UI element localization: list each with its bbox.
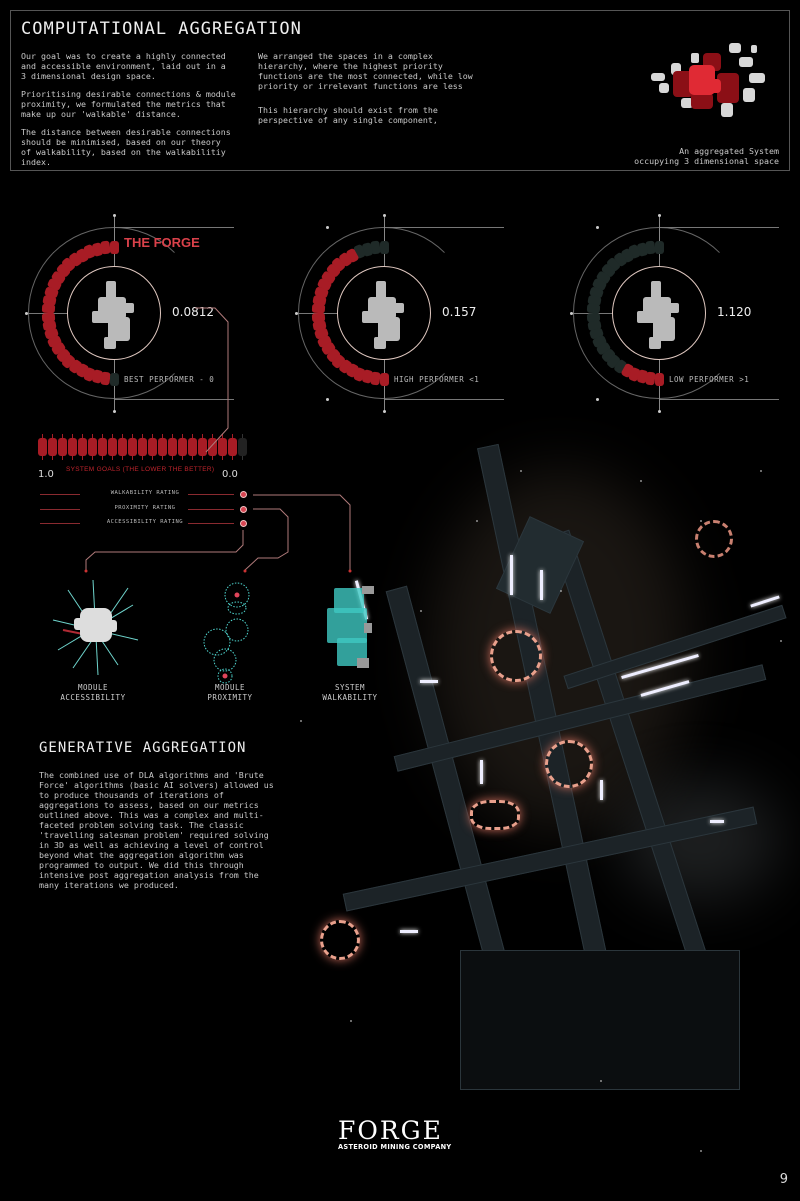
goal-segment [38, 434, 47, 460]
rating-node-dot [240, 491, 247, 498]
image-caption: An aggregated System occupying 3 dimensi… [634, 146, 779, 166]
rating-node-dot [240, 520, 247, 527]
module-accessibility-image [52, 580, 139, 675]
computational-aggregation-panel: COMPUTATIONAL AGGREGATION Our goal was t… [10, 10, 790, 171]
arrow-icon [188, 494, 234, 495]
gauge-label: HIGH PERFORMER <1 [394, 375, 480, 384]
section-title: GENERATIVE AGGREGATION [39, 740, 247, 756]
aggregation-thumbnail [612, 266, 706, 360]
goal-segment [158, 434, 167, 460]
rating-row-proximity: PROXIMITY RATING [40, 505, 250, 515]
gauge-segment [654, 372, 664, 386]
goal-segment [138, 434, 147, 460]
rating-label: ACCESSIBILITY RATING [106, 519, 184, 525]
gauge-label: BEST PERFORMER - 0 [124, 375, 215, 384]
goal-segment [118, 434, 127, 460]
bracket-line [384, 399, 504, 400]
gauge-value: 0.0812 [172, 305, 214, 319]
bracket-line [659, 399, 779, 400]
gauge-segment [379, 372, 389, 386]
goal-segment [178, 434, 187, 460]
intro-column-left: Our goal was to create a highly connecte… [21, 51, 251, 175]
goal-segment [168, 434, 177, 460]
goal-segment [188, 434, 197, 460]
gauge-segment [109, 240, 119, 254]
bracket-line [114, 227, 234, 228]
logo-subtitle: ASTEROID MINING COMPANY [338, 1143, 452, 1151]
arrow-icon [40, 523, 80, 524]
paragraph: This hierarchy should exist from the per… [258, 105, 438, 125]
rating-label: WALKABILITY RATING [110, 490, 180, 496]
bracket-line [384, 227, 504, 228]
goal-segment [98, 434, 107, 460]
goal-segment [198, 434, 207, 460]
gauge-segment [109, 372, 119, 386]
goal-segment [78, 434, 87, 460]
arrow-icon [188, 509, 234, 510]
paragraph: Prioritising desirable connections & mod… [21, 89, 236, 119]
rating-label: PROXIMITY RATING [114, 505, 176, 511]
space-station [300, 430, 800, 1110]
goal-segment [228, 434, 237, 460]
arrow-icon [40, 494, 80, 495]
system-walkability-label: SYSTEM WALKABILITY [322, 683, 378, 702]
goal-segment [58, 434, 67, 460]
goal-segment [218, 434, 227, 460]
paragraph: Our goal was to create a highly connecte… [21, 51, 226, 81]
rating-row-accessibility: ACCESSIBILITY RATING [40, 519, 250, 529]
paragraph: We arranged the spaces in a complex hier… [258, 51, 473, 91]
arrow-icon [188, 523, 234, 524]
rating-node-dot [240, 506, 247, 513]
goal-segment [128, 434, 137, 460]
module-accessibility-label: MODULE ACCESSIBILITY [60, 683, 126, 702]
aggregation-thumbnail [67, 266, 161, 360]
page-number: 9 [779, 1172, 788, 1187]
goal-segment [208, 434, 217, 460]
aggregated-system-image [651, 43, 765, 117]
logo-wordmark: FORGE [338, 1116, 443, 1145]
module-proximity-image [203, 582, 250, 684]
goal-segment [108, 434, 117, 460]
goal-segment [48, 434, 57, 460]
intro-column-right: We arranged the spaces in a complex hier… [258, 51, 498, 133]
gauge-segment [654, 240, 664, 254]
bracket-line [659, 227, 779, 228]
gauge-title: THE FORGE [124, 235, 200, 250]
company-logo: FORGE ASTEROID MINING COMPANY [338, 1118, 452, 1151]
goal-segment [88, 434, 97, 460]
paragraph: The distance between desirable connectio… [21, 127, 231, 167]
aggregation-thumbnail [337, 266, 431, 360]
gauge-value: 0.157 [442, 305, 477, 319]
goal-segment [68, 434, 77, 460]
goal-segment [148, 434, 157, 460]
paragraph: The combined use of DLA algorithms and '… [39, 770, 274, 890]
rating-row-walkability: WALKABILITY RATING [40, 490, 250, 500]
system-walkability-image [327, 586, 374, 668]
gauge-label: LOW PERFORMER >1 [669, 375, 750, 384]
system-goals-bar [38, 434, 247, 460]
goal-scale-max: 0.0 [222, 469, 238, 480]
gauge-value: 1.120 [717, 305, 752, 319]
system-goals-caption: SYSTEM GOALS (THE LOWER THE BETTER) [66, 466, 215, 473]
goal-segment [238, 434, 247, 460]
gauge-segment [379, 240, 389, 254]
bracket-line [114, 399, 234, 400]
goal-scale-min: 1.0 [38, 469, 54, 480]
arrow-icon [40, 509, 80, 510]
section-title: COMPUTATIONAL AGGREGATION [21, 19, 302, 39]
module-proximity-label: MODULE PROXIMITY [207, 683, 253, 702]
